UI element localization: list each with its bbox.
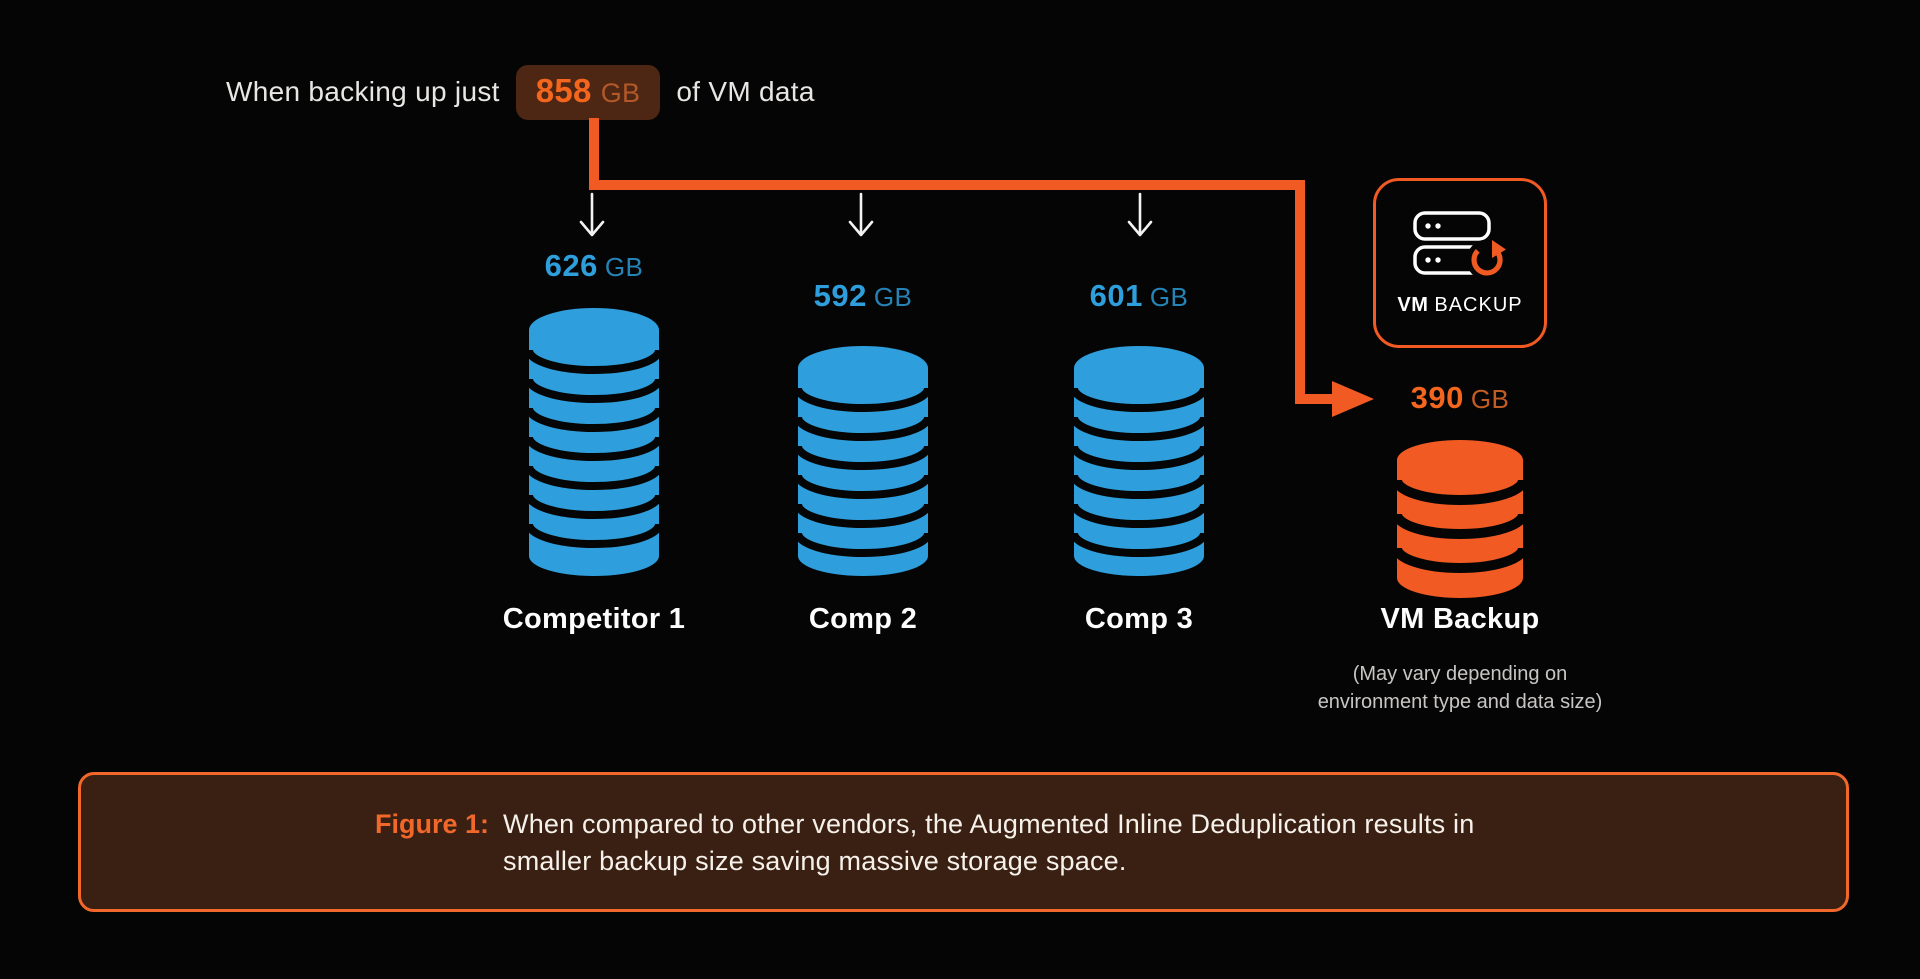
down-arrow-icon-3 <box>1127 192 1153 237</box>
intro-sentence: When backing up just 858 GB of VM data <box>226 64 815 120</box>
flow-arrowhead-icon <box>1332 381 1374 417</box>
database-stack-icon-vm-backup <box>1397 440 1523 598</box>
source-size-value: 858 <box>535 71 592 109</box>
database-stack-icon-comp-3 <box>1074 346 1204 576</box>
label-comp-3: Comp 3 <box>1084 603 1194 635</box>
source-size-unit: GB <box>600 77 641 108</box>
figure-caption-box: Figure 1: When compared to other vendors… <box>78 772 1849 912</box>
down-arrow-icon-2 <box>848 192 874 237</box>
database-stack-icon-comp-2 <box>798 346 928 576</box>
database-stack-icon-competitor-1 <box>529 308 659 576</box>
intro-suffix: of VM data <box>676 76 815 107</box>
label-competitor-1: Competitor 1 <box>502 603 686 635</box>
figure-label: Figure 1: <box>375 809 490 839</box>
flow-line <box>589 118 1336 404</box>
server-stack-icon <box>1413 210 1508 280</box>
figure-caption-text: When compared to other vendors, the Augm… <box>503 809 1475 876</box>
label-comp-2: Comp 2 <box>808 603 918 635</box>
label-vm-backup: VM Backup <box>1380 603 1540 635</box>
down-arrow-icon-1 <box>579 192 605 237</box>
refresh-icon <box>1471 239 1506 276</box>
intro-prefix: When backing up just <box>226 76 500 107</box>
source-size-badge: 858 GB <box>515 64 661 120</box>
vm-backup-disclaimer: (May vary depending on environment type … <box>1317 663 1603 713</box>
